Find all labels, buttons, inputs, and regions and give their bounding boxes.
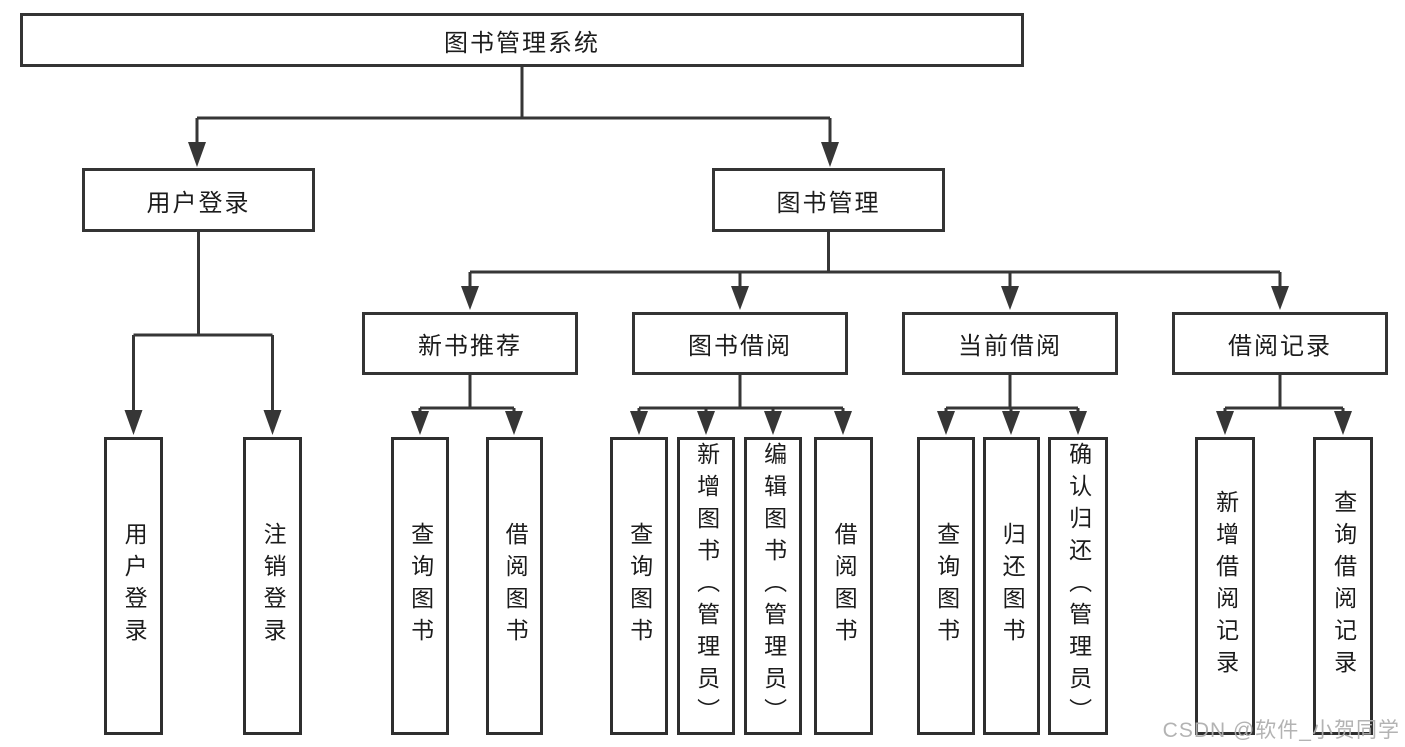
leaf-edit-book-admin-label: 编辑图书（管理员）	[760, 442, 787, 730]
leaf-borrow-books-recommend: 借阅图书	[486, 437, 543, 735]
book-borrow-label: 图书借阅	[688, 333, 792, 360]
leaf-logout: 注销登录	[243, 437, 302, 735]
borrow-record-label: 借阅记录	[1228, 333, 1332, 360]
user-login-label: 用户登录	[146, 189, 251, 217]
arrowhead-icons	[124, 142, 1352, 435]
current-borrow-box: 当前借阅	[902, 312, 1118, 375]
leaf-return-books: 归还图书	[983, 437, 1040, 735]
leaf-query-books-current-label: 查询图书	[933, 522, 960, 650]
user-login-box: 用户登录	[82, 168, 315, 232]
leaf-return-books-label: 归还图书	[999, 522, 1026, 650]
current-borrow-label: 当前借阅	[958, 333, 1062, 360]
leaf-add-book-admin-label: 新增图书（管理员）	[693, 442, 720, 730]
leaf-query-books-recommend-label: 查询图书	[407, 522, 434, 650]
leaf-add-borrow-record: 新增借阅记录	[1195, 437, 1255, 735]
leaf-borrow-books-recommend-label: 借阅图书	[502, 522, 529, 650]
leaf-logout-label: 注销登录	[260, 522, 287, 650]
new-book-recommend-label: 新书推荐	[418, 333, 522, 360]
library-system-label: 图书管理系统	[444, 29, 600, 57]
book-management-label: 图书管理	[776, 189, 881, 217]
leaf-query-books-recommend: 查询图书	[391, 437, 449, 735]
leaf-query-books-current: 查询图书	[917, 437, 975, 735]
leaf-query-books-borrow-label: 查询图书	[626, 522, 653, 650]
leaf-add-book-admin: 新增图书（管理员）	[677, 437, 735, 735]
leaf-query-borrow-record: 查询借阅记录	[1313, 437, 1373, 735]
leaf-user-login-label: 用户登录	[121, 522, 148, 650]
leaf-query-borrow-record-label: 查询借阅记录	[1330, 490, 1357, 682]
leaf-confirm-return-admin: 确认归还（管理员）	[1048, 437, 1108, 735]
borrow-record-box: 借阅记录	[1172, 312, 1388, 375]
leaf-query-books-borrow: 查询图书	[610, 437, 668, 735]
library-system-box: 图书管理系统	[20, 13, 1024, 67]
leaf-borrow-books-label: 借阅图书	[831, 522, 858, 650]
leaf-confirm-return-admin-label: 确认归还（管理员）	[1065, 442, 1092, 730]
book-management-box: 图书管理	[712, 168, 945, 232]
book-borrow-box: 图书借阅	[632, 312, 848, 375]
new-book-recommend-box: 新书推荐	[362, 312, 578, 375]
leaf-edit-book-admin: 编辑图书（管理员）	[744, 437, 802, 735]
leaf-add-borrow-record-label: 新增借阅记录	[1212, 490, 1239, 682]
leaf-user-login: 用户登录	[104, 437, 163, 735]
leaf-borrow-books: 借阅图书	[814, 437, 873, 735]
watermark: CSDN @软件_小贺同学	[1162, 719, 1400, 742]
